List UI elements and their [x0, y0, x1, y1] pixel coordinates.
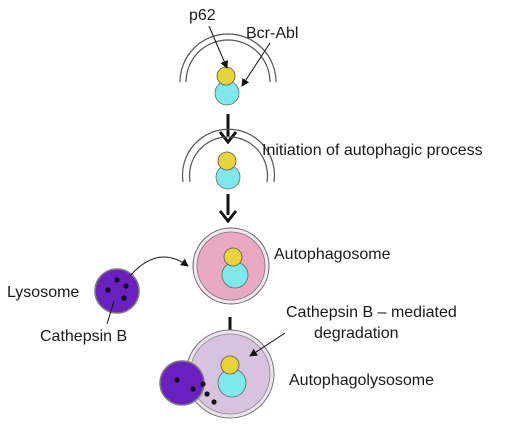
flow-arrow-1 [218, 114, 238, 145]
cathepsin-b-pointer-line [106, 300, 115, 325]
fusion-arrow [129, 256, 189, 277]
phagophore-outer-arc [181, 128, 276, 183]
degradation-pointer-line [249, 332, 286, 357]
p62-label: p62 [189, 7, 216, 24]
cathepsin-b-dot [200, 381, 206, 387]
cathepsin-mediated-label-line1: Cathepsin B – mediated [286, 304, 457, 321]
cathepsin-mediated-label-line2: degradation [314, 325, 399, 342]
membrane-arc-outer [179, 33, 277, 83]
p62-protein [220, 355, 240, 375]
lysosome-body [94, 268, 140, 314]
lysosome-label: Lysosome [7, 284, 79, 301]
phagophore-inner-arc [188, 136, 269, 183]
cathepsin-b-dot [114, 277, 120, 283]
membrane-arc-inner [185, 39, 271, 83]
bcr-abl-label: Bcr-Abl [246, 25, 298, 42]
stage-1-complex [179, 33, 277, 106]
p62-protein [217, 151, 237, 171]
autophagolysosome [159, 329, 275, 419]
autophagolysosome-label: Autophagolysosome [289, 372, 434, 389]
cathepsin-b-dot [123, 283, 129, 289]
bcr-abl-pointer-line [241, 42, 271, 87]
cathepsin-b-dot [211, 399, 217, 405]
stage-2-phagophore [181, 128, 276, 190]
autophagosome-label: Autophagosome [274, 246, 391, 263]
cathepsin-b-label: Cathepsin B [40, 328, 127, 345]
p62-pointer-line [208, 25, 228, 69]
cathepsin-b-dot [121, 295, 127, 301]
p62-protein [223, 247, 243, 267]
initiation-label: Initiation of autophagic process [262, 142, 483, 159]
autophagosome [192, 227, 270, 305]
cathepsin-b-dot [174, 377, 180, 383]
flow-arrow-2 [218, 194, 238, 224]
cathepsin-b-dot [105, 287, 111, 293]
cathepsin-b-dot [204, 391, 210, 397]
lysosome [94, 268, 140, 314]
p62-protein [216, 66, 236, 86]
fused-lysosome [159, 360, 205, 406]
cathepsin-b-dot [190, 386, 196, 392]
